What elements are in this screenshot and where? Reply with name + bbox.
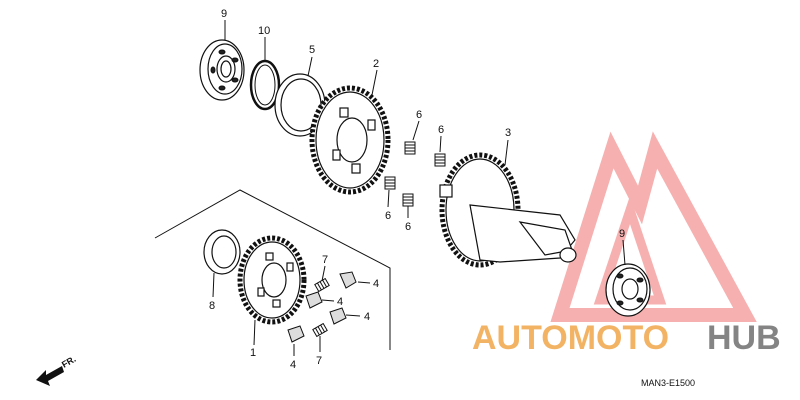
part-label-4-d: 4 <box>290 359 296 371</box>
part-label-6-b: 6 <box>438 124 444 136</box>
part-label-1: 1 <box>250 347 256 359</box>
springs-7 <box>312 277 330 338</box>
part-label-9-right: 9 <box>619 228 625 240</box>
washer <box>203 229 241 275</box>
part-label-7-b: 7 <box>316 355 322 367</box>
part-label-6-c: 6 <box>385 210 391 222</box>
balancer-shaft <box>439 152 577 268</box>
subassembly-outline <box>154 189 391 350</box>
gear-2 <box>309 85 391 195</box>
bearing-right <box>605 263 651 317</box>
part-label-4-a: 4 <box>373 278 379 290</box>
part-label-2: 2 <box>373 58 379 70</box>
front-direction-arrow-icon <box>36 366 64 386</box>
diagram-code: MAN3-E1500 <box>641 378 695 388</box>
part-label-9-top: 9 <box>221 8 227 20</box>
part-label-3: 3 <box>505 127 511 139</box>
watermark-logo <box>550 131 757 322</box>
ring <box>274 73 326 137</box>
part-label-4-b: 4 <box>337 296 343 308</box>
part-label-5: 5 <box>309 44 315 56</box>
part-label-10: 10 <box>258 25 270 37</box>
part-label-6-d: 6 <box>405 221 411 233</box>
gear-1 <box>237 235 307 325</box>
part-label-8: 8 <box>209 300 215 312</box>
bearing-top <box>199 39 245 101</box>
dampers-4 <box>287 271 357 343</box>
springs-6 <box>384 141 446 207</box>
part-label-6-a: 6 <box>416 109 422 121</box>
part-label-4-c: 4 <box>364 311 370 323</box>
part-label-7-a: 7 <box>322 254 328 266</box>
watermark-text-automoto: AUTOMOTO <box>472 319 669 357</box>
front-direction-label: FR. <box>60 354 78 370</box>
watermark-text-hub: HUB <box>707 319 781 357</box>
